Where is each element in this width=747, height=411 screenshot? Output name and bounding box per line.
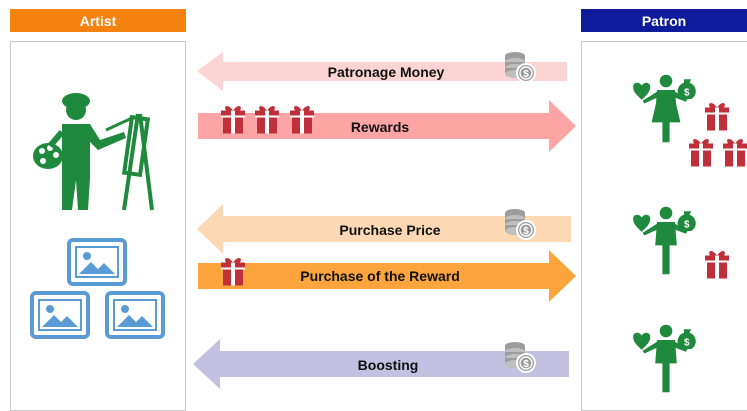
gift-icon (722, 136, 747, 167)
arrow-purchase-price (197, 204, 571, 254)
gift-icon (254, 103, 280, 134)
artist-header-label: Artist (79, 12, 117, 29)
patron-man-icon (630, 318, 702, 398)
gift-icon (220, 103, 246, 134)
patron-man-icon (630, 200, 702, 280)
patron-header-label: Patron (641, 12, 687, 29)
artwork-frame-icon (105, 291, 165, 339)
artwork-frame-icon (30, 291, 90, 339)
painter-icon (33, 93, 154, 211)
flow-label-purchase-price: Purchase Price (339, 222, 441, 238)
artist-header: Artist (10, 9, 186, 32)
patron-header: Patron (581, 9, 747, 32)
coins-icon (503, 207, 537, 241)
gift-icon (704, 100, 730, 131)
coins-icon (503, 340, 537, 374)
arrow-purchase-reward (198, 250, 576, 302)
gift-icon (289, 103, 315, 134)
gift-icon (220, 255, 246, 286)
flow-label-purchase-reward: Purchase of the Reward (300, 268, 460, 284)
flow-label-rewards: Rewards (350, 119, 410, 135)
arrow-boosting (193, 339, 569, 389)
arrow-patronage-money (197, 52, 567, 91)
flow-arrows (193, 52, 576, 389)
flow-label-patronage-money: Patronage Money (327, 64, 445, 80)
coins-icon (503, 50, 537, 84)
patron-woman-icon (630, 68, 702, 148)
gift-icon (704, 248, 730, 279)
flow-label-boosting: Boosting (357, 357, 419, 373)
artist-panel (10, 41, 186, 411)
gift-icon (688, 136, 714, 167)
artwork-frame-icon (67, 238, 127, 286)
